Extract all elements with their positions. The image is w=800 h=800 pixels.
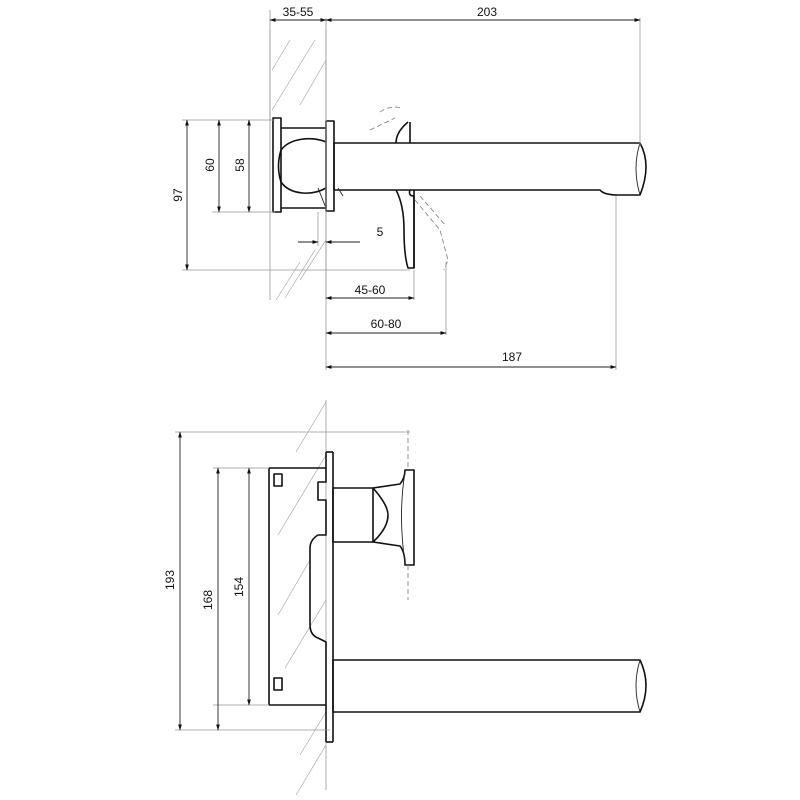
wall-plate-front (268, 451, 334, 743)
dim-plate-height: 168 (201, 590, 215, 610)
dim-wall-depth: 35-55 (283, 5, 314, 19)
dim-plate-height-inner: 58 (233, 158, 247, 172)
wall-plate-top (272, 117, 335, 213)
dim-lever-range-b: 60-80 (371, 317, 402, 331)
dim-overall-height-top: 97 (171, 188, 185, 202)
spout-top (333, 142, 647, 196)
dim-offset: 5 (377, 225, 384, 239)
top-view: 35-55 203 97 60 58 5 45-60 60-80 187 (171, 5, 647, 370)
front-view: 193 168 154 (163, 400, 647, 796)
dim-lever-range-a: 45-60 (355, 283, 386, 297)
dim-plate-height-outer: 60 (203, 158, 217, 172)
dim-spout-length: 203 (477, 5, 497, 19)
lever-top (337, 106, 449, 271)
dim-spout-projection: 187 (502, 350, 522, 364)
wall-hatch-front (277, 400, 327, 796)
spout-front (332, 659, 647, 713)
dim-overall-height-front: 193 (163, 570, 177, 590)
handle-front (332, 430, 415, 600)
dim-body-height: 154 (232, 577, 246, 597)
